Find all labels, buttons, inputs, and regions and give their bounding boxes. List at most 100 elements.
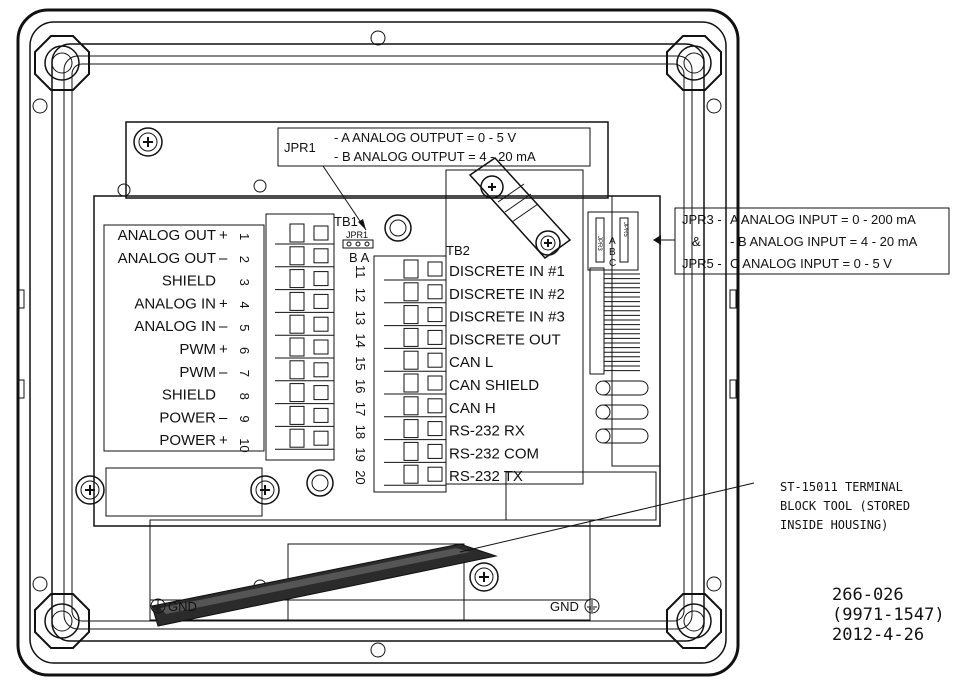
tb1-screw-10 [289,428,305,448]
screw-bottom-center-icon [469,562,499,592]
tb1-terminal-number: 6 [237,347,252,354]
tb1-terminal-number: 10 [237,438,252,452]
part-number-block: 266-026 (9971-1547) 2012-4-26 [832,585,945,645]
tb1-terminal-number: 7 [237,370,252,377]
gnd-right: GND [550,598,600,614]
tb1-label: TB1 [334,214,358,229]
part-date: 2012-4-26 [832,625,924,645]
corner-bolt-br-icon [666,593,722,649]
jpr1-pins: B A [349,250,370,265]
tb1-screw-5 [289,314,305,334]
screw-bottom-left-icon [75,475,105,505]
tb2-clamp-18 [427,421,443,437]
tb1-screw-4 [289,291,305,311]
tb1-terminal-sign: – [219,364,228,381]
tb1-terminal-number: 9 [237,415,252,422]
tb2-terminal-number: 20 [353,470,368,484]
gnd-left: GND [150,598,197,614]
tb1-clamp-7 [313,362,329,378]
screw-top-left-icon [133,127,163,157]
tb1-clamp-10 [313,430,329,446]
side-ribs [17,289,737,399]
tb2-clamp-11 [427,261,443,277]
tb2-terminal-label: CAN H [449,400,496,417]
tb2-terminal-label: CAN L [449,354,493,371]
jpr1-line-b: - B ANALOG OUTPUT = 4 - 20 mA [334,149,536,164]
jpr4-line: - B ANALOG INPUT = 4 - 20 mA [730,234,918,249]
tb2-screw-20 [403,464,419,484]
tb2-terminal-number: 14 [353,333,368,347]
tb1-clamp-1 [313,225,329,241]
label-b: B [609,247,616,258]
tb1-clamp-2 [313,248,329,264]
tb1-terminal-label: PWM [179,364,216,381]
tb1-terminal-label: ANALOG IN [134,295,216,312]
jpr3-line: A ANALOG INPUT = 0 - 200 mA [730,212,916,227]
tb1-terminal-label: SHIELD [162,273,216,290]
tb1-terminal-number: 5 [237,324,252,331]
tb1-terminal-label: ANALOG IN [134,318,216,335]
tb2-clamp-13 [427,307,443,323]
tb1-screw-9 [289,405,305,425]
tb2-screw-12 [403,282,419,302]
tb1-clamp-4 [313,293,329,309]
tool-note-line3: INSIDE HOUSING) [780,518,888,532]
tb1-clamp-3 [313,271,329,287]
tb2-terminal-label: DISCRETE IN #2 [449,286,565,303]
tb1-terminal-label: POWER [159,432,216,449]
tb2-terminal-number: 11 [353,265,368,279]
tb1-terminal-number: 1 [237,233,252,240]
tb1-terminal-number: 4 [237,301,252,308]
tb2-screw-14 [403,327,419,347]
tool-note-line2: BLOCK TOOL (STORED [780,499,910,513]
tb2-terminal-number: 13 [353,311,368,325]
tb1-terminal-sign: – [219,250,228,267]
label-a: A [609,236,616,247]
tb2-screw-15 [403,350,419,370]
tb2-screw-11 [403,259,419,279]
jpr1-name: JPR1 [284,140,316,155]
tb2-terminal-number: 19 [353,447,368,461]
tb1-screw-1 [289,223,305,243]
right-connector [587,211,649,444]
jpr1-callout: JPR1 - A ANALOG OUTPUT = 0 - 5 V - B ANA… [277,127,591,231]
jpr-amp: & [692,234,701,249]
tb1-clamp-9 [313,407,329,423]
jpr1-jumper-label: JPR1 [346,230,368,240]
tb1-terminal-sign: + [219,227,228,244]
screw-mid-left-icon [250,475,280,505]
tb2-terminal-label: DISCRETE OUT [449,331,561,348]
tb2-terminal-number: 12 [353,288,368,302]
tb2-terminal-number: 16 [353,379,368,393]
tb2-terminal-label: RS-232 COM [449,445,539,462]
jpr35-callout: JPR3 - A ANALOG INPUT = 0 - 200 mA & - B… [653,207,950,275]
tb1-terminal-label: SHIELD [162,387,216,404]
tb2-clamp-16 [427,375,443,391]
tb1-terminal-number: 3 [237,279,252,286]
part-number: 266-026 [832,585,904,605]
tb2-clamp-19 [427,443,443,459]
tb1-screw-2 [289,246,305,266]
gnd-left-label: GND [168,599,197,614]
tb2-clamp-15 [427,352,443,368]
tb2-screw-13 [403,305,419,325]
tb2-terminal-label: CAN SHIELD [449,377,539,394]
tb2-clamp-14 [427,329,443,345]
tb1-clamp-6 [313,339,329,355]
tb2-clamp-12 [427,284,443,300]
label-jpr5: JPR5 [622,222,628,237]
tb1-terminal-number: 2 [237,256,252,263]
terminal-block-tool: ST-15011 TERMINAL BLOCK TOOL (STORED INS… [151,480,910,627]
tb1-terminal-sign: – [219,318,228,335]
tb1-terminal-label: PWM [179,341,216,358]
diagonal-bracket [468,157,572,260]
tb2-terminal-number: 15 [353,356,368,370]
tb2-clamp-20 [427,466,443,482]
tb2-screw-16 [403,373,419,393]
tb2-terminal-label: RS-232 TX [449,468,523,485]
jpr1-line-a: - A ANALOG OUTPUT = 0 - 5 V [334,130,517,145]
tb1-screw-6 [289,337,305,357]
tb1-clamp-8 [313,385,329,401]
